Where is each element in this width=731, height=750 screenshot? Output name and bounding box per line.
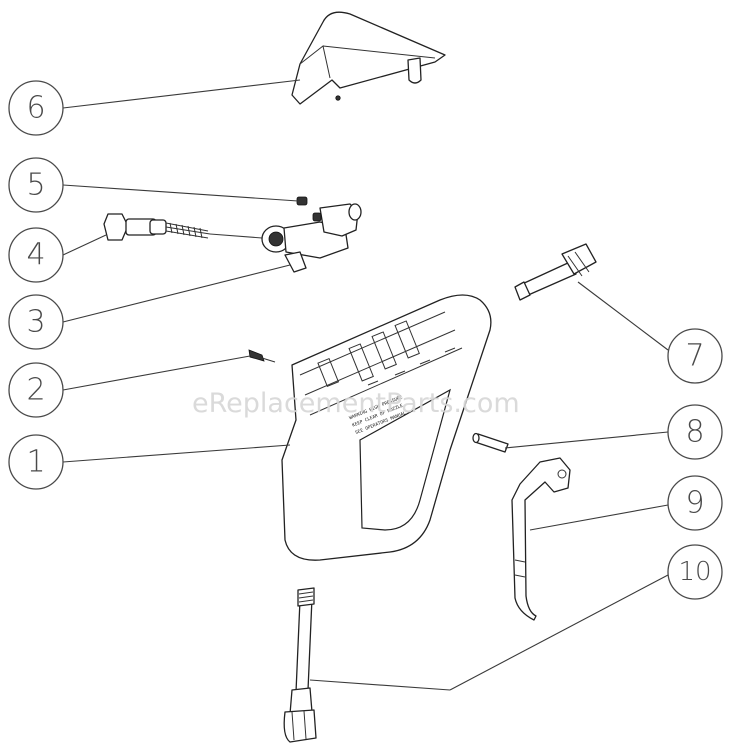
callout-1: 1 — [8, 434, 64, 490]
part-6-lever — [291, 11, 446, 105]
callout-9-number: 9 — [685, 486, 704, 521]
leader-10 — [449, 574, 669, 691]
leader-1 — [62, 444, 291, 463]
callout-6: 6 — [8, 80, 64, 136]
leader-4 — [62, 234, 107, 256]
leader-2 — [62, 355, 251, 391]
leader-5 — [62, 184, 299, 202]
callout-10-number: 10 — [678, 557, 711, 587]
callout-6-number: 6 — [26, 91, 45, 126]
watermark-text: eReplacementParts.com — [192, 388, 520, 419]
callout-5: 5 — [8, 157, 64, 213]
callout-10: 10 — [667, 544, 723, 600]
leader-10b — [309, 679, 451, 691]
part-8-pin — [472, 432, 509, 453]
callout-7: 7 — [667, 328, 723, 384]
callout-3: 3 — [8, 294, 64, 350]
part-2-screw — [248, 349, 276, 363]
callout-2-number: 2 — [26, 373, 45, 408]
leader-7 — [577, 281, 669, 351]
part-10-extension-tube — [283, 587, 317, 743]
part-7-inlet-fitting — [514, 243, 597, 301]
part-9-trigger — [511, 457, 571, 621]
callout-1-number: 1 — [26, 445, 45, 480]
leader-3 — [62, 264, 291, 323]
leader-6 — [62, 79, 301, 109]
leader-8 — [504, 431, 669, 449]
part-3-valve-body — [261, 203, 362, 273]
part-4-valve-stem — [103, 213, 263, 241]
callout-4: 4 — [8, 227, 64, 283]
leader-9 — [529, 504, 669, 531]
callout-3-number: 3 — [26, 305, 45, 340]
leader-lines — [62, 79, 669, 691]
callout-8: 8 — [667, 404, 723, 460]
callout-4-number: 4 — [26, 238, 45, 273]
callout-2: 2 — [8, 362, 64, 418]
callout-9: 9 — [667, 475, 723, 531]
callout-7-number: 7 — [685, 339, 704, 374]
part-5-set-screw — [296, 196, 308, 206]
callout-5-number: 5 — [26, 168, 45, 203]
callout-8-number: 8 — [685, 415, 704, 450]
part-1-handle: WARNING HIGH PRESSURE KEEP CLEAR OF NOZZ… — [281, 294, 492, 561]
